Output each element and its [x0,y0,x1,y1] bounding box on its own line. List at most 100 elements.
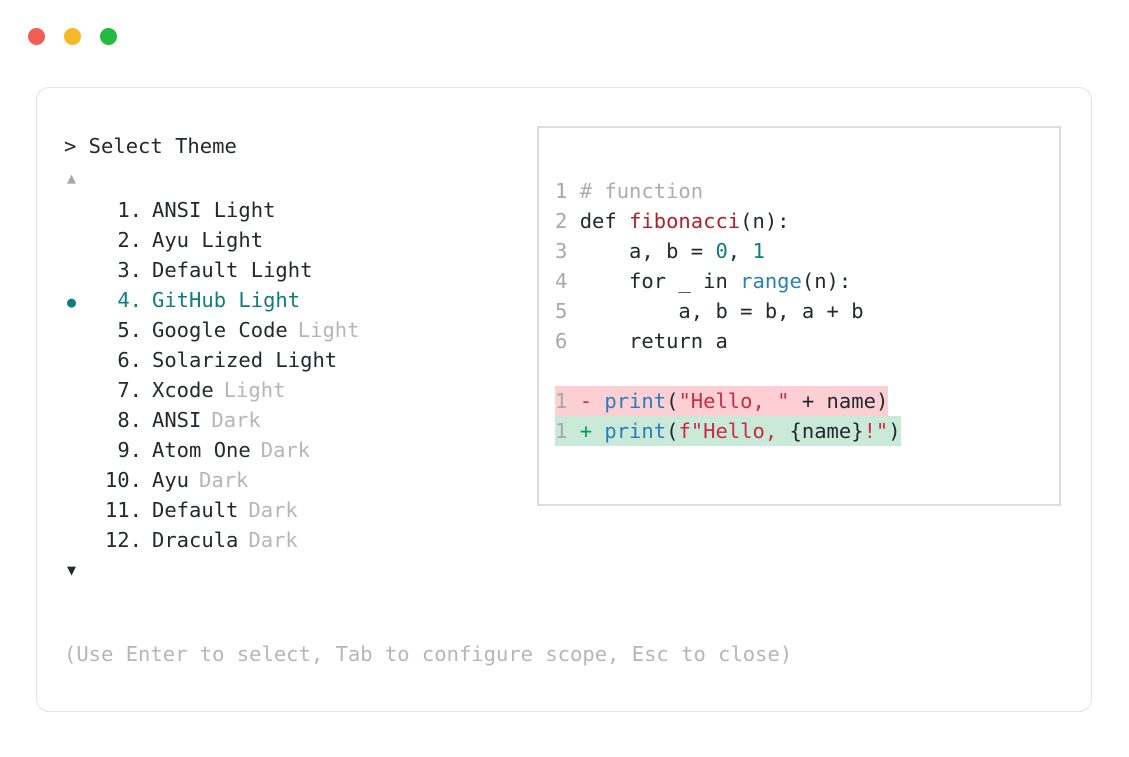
theme-item-variant-badge: Light [223,378,286,402]
scroll-down-arrow-icon[interactable]: ▼ [67,561,77,579]
theme-list-item[interactable]: 10. Ayu Dark [64,465,534,495]
keyboard-hint: (Use Enter to select, Tab to configure s… [64,642,793,666]
theme-list-item[interactable]: 9. Atom One Dark [64,435,534,465]
theme-item-name: Ayu [152,468,190,492]
code-token-plain: for _ in [579,269,741,293]
theme-item-number: 6. [117,348,142,372]
code-line: 5 a, b = b, a + b [555,296,901,326]
theme-item-name: Default Light [152,258,313,282]
code-token-num: 0 [715,239,728,263]
code-token-str: !" [863,419,889,443]
theme-list-item[interactable]: 8. ANSI Dark [64,405,534,435]
theme-list-item[interactable]: ● 4. GitHub Light [64,285,534,315]
diff-plus-sign: + [579,419,605,443]
theme-item-number: 10. [104,468,142,492]
code-token-str: "Hello, " [678,389,790,413]
code-token-str: f"Hello, [678,419,790,443]
theme-list-column: > Select Theme ▲ 1. ANSI Light 2. Ayu Light… [64,133,534,581]
code-token-punct: (n): [740,209,790,233]
theme-item-name: GitHub Light [152,288,301,312]
close-dot[interactable] [28,28,45,45]
theme-list-item[interactable]: 2. Ayu Light [64,225,534,255]
code-token-builtin: print [604,389,667,413]
code-token-fn: fibonacci [629,209,741,233]
diff-line-row: 1 - print("Hello, " + name) [555,386,901,416]
code-line-number: 1 [555,179,580,203]
code-token-kw: def [579,209,630,233]
diff-line-number: 1 [555,419,580,443]
theme-item-number: 9. [117,438,142,462]
theme-picker-card: > Select Theme ▲ 1. ANSI Light 2. Ayu Light… [36,87,1092,712]
code-line-number: 5 [555,299,580,323]
scroll-up-arrow-icon[interactable]: ▲ [67,169,77,187]
code-token-builtin: range [740,269,802,293]
theme-item-variant-badge: Dark [248,498,298,522]
code-token-punct: ) [888,419,901,443]
code-line-number: 4 [555,269,580,293]
theme-item-name: Atom One [152,438,251,462]
theme-item-number: 8. [117,408,142,432]
code-token-plain: + name [789,389,876,413]
theme-item-name: ANSI Light [152,198,276,222]
diff-added-line: 1 + print(f"Hello, {name}!") [555,416,901,446]
code-token-punct: ( [666,389,679,413]
code-line-number [555,359,580,383]
code-token-builtin: print [604,419,667,443]
minimize-dot[interactable] [64,28,81,45]
theme-item-variant-badge: Dark [211,408,261,432]
diff-line-number: 1 [555,389,580,413]
code-token-plain: a, b = [579,239,716,263]
theme-list: 1. ANSI Light 2. Ayu Light 3. Default Light ● 4… [64,195,534,555]
diff-minus-sign: - [579,389,605,413]
code-line: 4 for _ in range(n): [555,266,901,296]
select-theme-title: > Select Theme [64,134,237,158]
theme-item-name: Ayu Light [152,228,264,252]
theme-item-number: 5. [117,318,142,342]
code-token-plain: , [727,239,753,263]
theme-item-name: Dracula [152,528,239,552]
theme-item-name: Solarized Light [152,348,338,372]
theme-item-name: Default [152,498,239,522]
code-token-num: 1 [752,239,765,263]
code-line: 2 def fibonacci(n): [555,206,901,236]
theme-item-variant-badge: Dark [248,528,298,552]
theme-item-name: ANSI [152,408,202,432]
theme-item-number: 1. [117,198,142,222]
code-line-number: 3 [555,239,580,263]
theme-item-variant-badge: Dark [260,438,311,462]
code-line: 1 # function [555,176,901,206]
theme-list-item[interactable]: 7. Xcode Light [64,375,534,405]
theme-item-name: Xcode [152,378,214,402]
code-token-plain: a, b = b, a + b [579,299,864,323]
code-line-number: 6 [555,329,580,353]
code-line [555,356,901,386]
window-traffic-lights [28,28,117,45]
theme-list-item[interactable]: 6. Solarized Light [64,345,534,375]
theme-item-number: 4. [117,288,142,312]
theme-list-item[interactable]: 1. ANSI Light [64,195,534,225]
theme-list-item[interactable]: 3. Default Light [64,255,534,285]
theme-item-number: 12. [104,528,142,552]
diff-line-row: 1 + print(f"Hello, {name}!") [555,416,901,446]
selection-bullet-icon: ● [67,293,77,311]
theme-item-number: 3. [117,258,142,282]
theme-item-variant-badge: Dark [199,468,249,492]
code-token-plain: {name} [789,419,864,443]
theme-list-item[interactable]: 11. Default Dark [64,495,534,525]
diff-removed-line: 1 - print("Hello, " + name) [555,386,889,416]
code-line-number: 2 [555,209,580,233]
theme-list-item[interactable]: 12. Dracula Dark [64,525,534,555]
theme-item-number: 2. [117,228,142,252]
theme-item-variant-badge: Light [297,318,360,342]
code-token-plain: return a [579,329,728,353]
maximize-dot[interactable] [100,28,117,45]
theme-item-number: 11. [104,498,142,522]
theme-item-number: 7. [117,378,142,402]
code-token-punct: (n): [801,269,852,293]
code-line: 6 return a [555,326,901,356]
code-token-comment: # function [579,179,704,203]
code-token-punct: ) [875,389,889,413]
